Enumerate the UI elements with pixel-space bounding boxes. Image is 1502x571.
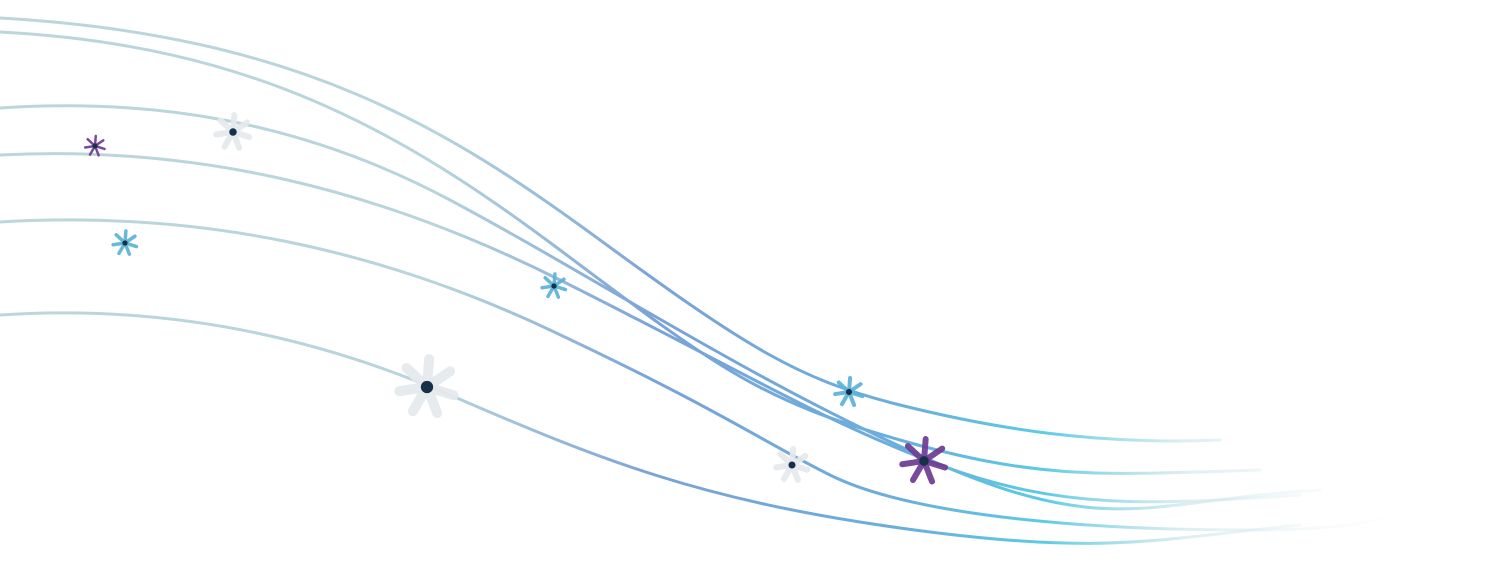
flower-petal (792, 452, 809, 466)
flower-center (229, 128, 237, 136)
flower-petal (394, 383, 426, 397)
flower-center (788, 461, 796, 469)
flowers (83, 112, 949, 485)
white-flower-icon (394, 354, 459, 419)
flower-petal (123, 229, 128, 242)
flower-petal (555, 285, 568, 292)
flower-petal (839, 393, 850, 407)
blue-flower-icon (540, 272, 568, 299)
flower-petal (407, 388, 429, 417)
flower-petal (111, 241, 124, 247)
flower-petal (546, 286, 555, 299)
flower-center (845, 388, 853, 396)
wave-line (0, 104, 1322, 511)
wave-line (0, 16, 1222, 443)
flower-petal (231, 132, 243, 151)
flower-petal (773, 462, 792, 471)
flower-petal (401, 362, 427, 388)
flower-petal (925, 445, 946, 461)
flower-petal (114, 233, 125, 243)
flower-petal (923, 463, 936, 485)
flower-petal (792, 463, 811, 473)
flower-petal (552, 272, 557, 285)
flower-center (92, 143, 98, 149)
white-flower-icon (213, 112, 253, 151)
flower-petal (909, 462, 925, 484)
flower-petal (95, 139, 105, 146)
flower-center (551, 283, 557, 289)
flower-petal (96, 145, 106, 151)
flower-petal (847, 376, 853, 391)
wave-line (0, 30, 1262, 475)
flower-petal (926, 459, 949, 471)
flower-petal (780, 465, 793, 482)
blue-flower-icon (833, 376, 865, 408)
flower-petal (836, 380, 849, 392)
flower-petal (221, 132, 234, 150)
flower-petal (422, 354, 435, 386)
flower-petal (93, 134, 98, 145)
flower-petal (230, 112, 238, 131)
flower-petal (88, 146, 95, 156)
wave-line (0, 311, 1302, 545)
flower-center (122, 240, 128, 246)
flower-petal (540, 284, 553, 290)
flower-petal (233, 119, 251, 133)
flower-center (919, 456, 929, 466)
flower-petal (83, 145, 94, 149)
flower-center (420, 380, 434, 394)
flower-petal (904, 443, 923, 461)
flower-petal (790, 465, 801, 483)
flower-petal (424, 388, 443, 419)
wave-line (0, 152, 1302, 504)
white-flower-icon (773, 446, 811, 483)
flower-petal (86, 137, 95, 146)
flower-petal (543, 276, 554, 286)
flower-petal (428, 384, 459, 401)
flower-petal (94, 147, 100, 157)
flower-petal (899, 458, 922, 468)
flower-petal (217, 117, 233, 133)
flower-petal (921, 436, 929, 459)
wave-line (0, 218, 1422, 532)
blue-flower-icon (111, 229, 139, 256)
flower-petal (213, 129, 232, 138)
flower-petal (124, 244, 132, 256)
flower-petal (848, 393, 857, 408)
flower-petal (789, 446, 797, 465)
flower-petal (849, 382, 863, 393)
flower-petal (833, 390, 848, 397)
flower-petal (126, 242, 139, 249)
flower-petal (554, 277, 566, 287)
wave-lines (0, 16, 1422, 545)
flower-petal (777, 451, 793, 466)
flower-petal (117, 243, 126, 256)
flower-petal (553, 287, 561, 299)
flower-petal (125, 234, 137, 244)
flower-petal (234, 130, 253, 141)
purple-flower-icon (83, 134, 106, 157)
purple-flower-icon (899, 436, 949, 485)
flower-petal (427, 366, 456, 389)
flower-petal (850, 391, 865, 399)
